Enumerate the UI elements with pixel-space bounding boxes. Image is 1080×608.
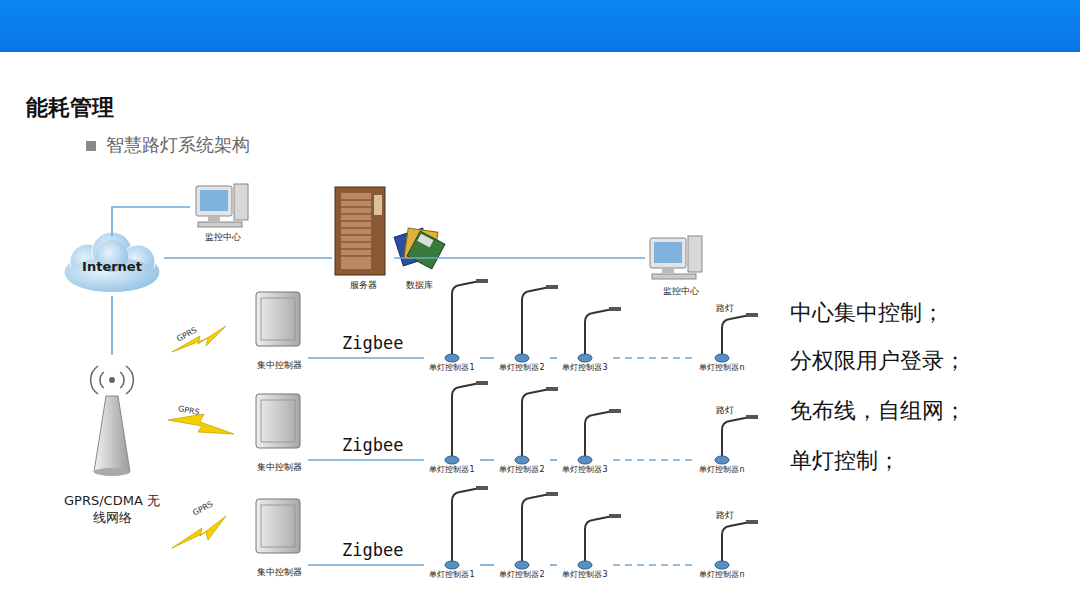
node-label: 服务器 [350, 279, 377, 292]
connector-line [394, 258, 645, 259]
cloud-node: Internet [60, 236, 164, 296]
connector-line [308, 460, 424, 461]
lamp-controller-node: 单灯控制器1 [424, 560, 480, 580]
connector-line [480, 358, 494, 359]
part-name: 路灯 [716, 302, 734, 315]
connector-line [613, 460, 694, 461]
node-label: 集中控制器 [257, 359, 302, 372]
node-label: 单灯控制器3 [562, 362, 607, 373]
node-label: Internet [60, 259, 164, 274]
lamp-poles [445, 279, 758, 569]
connector-line [112, 296, 113, 355]
node-label: 单灯控制器2 [499, 464, 544, 475]
connector-line [164, 258, 332, 259]
bullet-square [86, 141, 96, 151]
part-name: 路灯 [716, 404, 734, 417]
node-label: 集中控制器 [257, 461, 302, 474]
node-label: 单灯控制器n [699, 569, 744, 580]
lamp-controller-node: 单灯控制器3 [557, 353, 613, 373]
subtitle: 智慧路灯系统架构 [106, 133, 250, 157]
feature-item: 单灯控制； [790, 446, 900, 476]
monitor-node: 监控中心 [190, 180, 256, 244]
lamp-controller-node: 单灯控制器2 [494, 353, 550, 373]
connector-line [480, 565, 494, 566]
tower-icon [91, 366, 134, 476]
lamp-controller-node: 单灯控制器1 [424, 353, 480, 373]
connector-line [550, 460, 557, 461]
signal-name: GPRS [177, 404, 200, 417]
connector-line [112, 207, 190, 236]
node-label: 监控中心 [663, 285, 699, 298]
lightning-symbol [168, 326, 234, 548]
lamp-controller-node: 单灯控制器n [694, 353, 750, 373]
feature-item: 免布线，自组网； [790, 396, 966, 426]
signal-name: GPRS [191, 499, 214, 517]
cabinet-icon [256, 292, 300, 553]
database-node: 数据库 [394, 224, 444, 292]
server-node: 服务器 [332, 184, 394, 292]
node-label: 单灯控制器1 [429, 569, 474, 580]
connector-line [550, 358, 557, 359]
controller-node: 集中控制器 [250, 497, 308, 579]
node-label: 单灯控制器n [699, 362, 744, 373]
lamp-controller-node: 单灯控制器1 [424, 455, 480, 475]
node-label: 数据库 [406, 279, 433, 292]
connector-line [308, 565, 424, 566]
connector-line [308, 358, 424, 359]
header-bar [0, 0, 1080, 52]
node-label: 单灯控制器1 [429, 362, 474, 373]
controller-node: 集中控制器 [250, 290, 308, 372]
monitor-node: 监控中心 [645, 232, 717, 298]
feature-item: 分权限用户登录； [790, 346, 966, 376]
edge-label: Zigbee [340, 435, 405, 455]
edge-label: Zigbee [340, 540, 405, 560]
node-label: 监控中心 [205, 231, 241, 244]
lamp-controller-node: 单灯控制器n [694, 560, 750, 580]
computer-icon [650, 236, 702, 279]
connector-line [480, 460, 494, 461]
tower-node: GPRS/CDMA 无线网络 [62, 355, 162, 527]
computer-icon [196, 184, 248, 227]
node-label: GPRS/CDMA 无线网络 [64, 492, 160, 527]
lamp-controller-node: 单灯控制器2 [494, 560, 550, 580]
page-title: 能耗管理 [26, 93, 114, 123]
lamp-controller-node: 单灯控制器n [694, 455, 750, 475]
lamp-controller-node: 单灯控制器2 [494, 455, 550, 475]
connector-line [550, 565, 557, 566]
connector-line [613, 358, 694, 359]
node-label: 单灯控制器2 [499, 362, 544, 373]
lamp-controller-node: 单灯控制器3 [557, 455, 613, 475]
node-label: 单灯控制器3 [562, 464, 607, 475]
lamp-controller-node: 单灯控制器3 [557, 560, 613, 580]
node-label: 集中控制器 [257, 566, 302, 579]
part-name: 路灯 [716, 509, 734, 522]
node-label: 单灯控制器n [699, 464, 744, 475]
edge-label: Zigbee [340, 333, 405, 353]
connector-line [613, 565, 694, 566]
node-label: 单灯控制器1 [429, 464, 474, 475]
feature-item: 中心集中控制； [790, 298, 944, 328]
database-icon [394, 228, 445, 269]
controller-node: 集中控制器 [250, 392, 308, 474]
node-label: 单灯控制器3 [562, 569, 607, 580]
server-icon [335, 187, 385, 275]
node-label: 单灯控制器2 [499, 569, 544, 580]
